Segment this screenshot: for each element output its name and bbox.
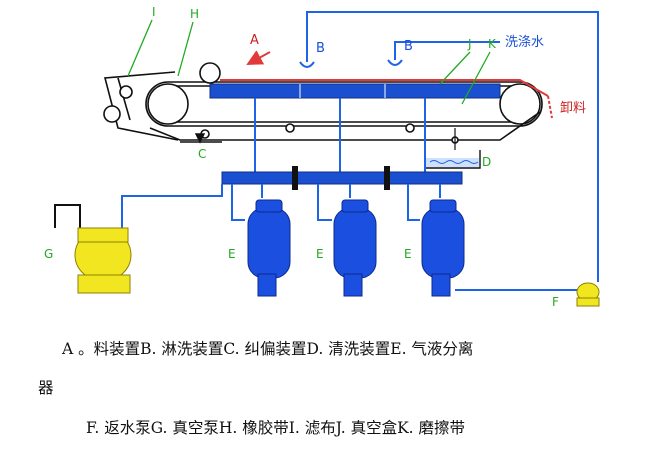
- legend-line-1-cont: 器: [38, 379, 54, 397]
- label-B1: B: [316, 41, 325, 56]
- label-C: C: [198, 147, 206, 161]
- return-pump: [576, 282, 600, 307]
- separator-2: [333, 199, 377, 297]
- belt-loop: [103, 62, 543, 144]
- wash-water-pipes: [299, 11, 599, 282]
- label-G: G: [44, 247, 53, 261]
- label-E3: E: [404, 247, 412, 261]
- label-A: A: [250, 33, 259, 48]
- label-unload: 卸料: [560, 100, 586, 116]
- vacuum-pump: [54, 204, 132, 294]
- separator-feed-lines: [121, 184, 585, 291]
- cleaning-device: [424, 128, 481, 169]
- label-B2: B: [404, 39, 413, 54]
- legend-line-2: F. 返水泵G. 真空泵H. 橡胶带I. 滤布J. 真空盒K. 磨擦带: [86, 419, 466, 437]
- manifold: [221, 166, 463, 190]
- separator-3: [421, 199, 465, 297]
- separator-1: [247, 199, 291, 297]
- vacuum-box: [209, 83, 501, 99]
- deviation-corrector: [180, 133, 222, 144]
- label-E1: E: [228, 247, 236, 261]
- vacuum-lines: [254, 98, 426, 172]
- label-F: F: [552, 295, 559, 309]
- label-I: I: [152, 5, 156, 19]
- label-J: J: [467, 37, 472, 51]
- label-wash-water: 洗涤水: [505, 35, 544, 50]
- label-K: K: [488, 37, 497, 51]
- label-D: D: [482, 155, 491, 169]
- filter-cloth: [220, 50, 553, 119]
- label-H: H: [190, 7, 199, 21]
- label-E2: E: [316, 247, 324, 261]
- legend-line-1: A 。料装置B. 淋洗装置C. 纠偏装置D. 清洗装置E. 气液分离: [62, 340, 474, 358]
- leader-lines: [127, 19, 491, 105]
